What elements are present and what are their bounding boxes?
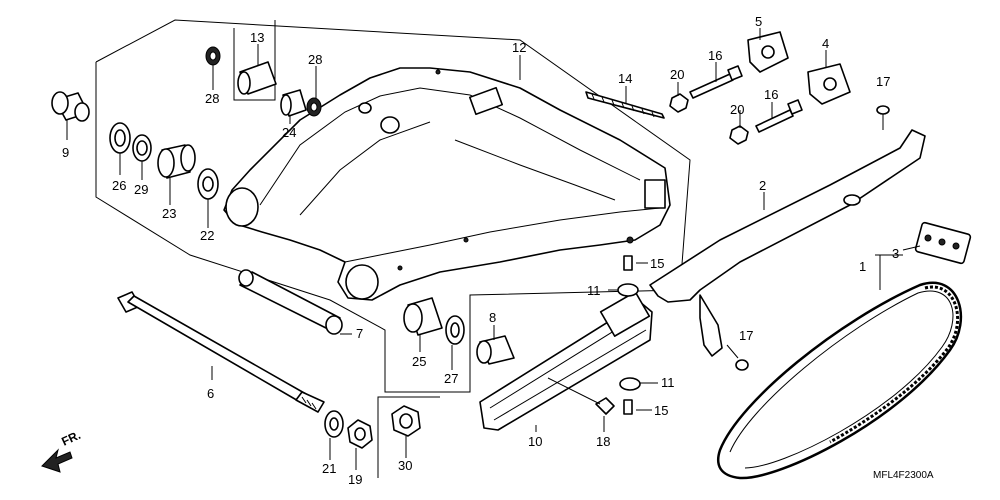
callout-27: 27: [444, 371, 458, 386]
callout-15-lower: 15: [654, 403, 668, 418]
callout-4: 4: [822, 36, 829, 51]
bolt-15-lower: [623, 399, 633, 415]
seal-27: [445, 315, 465, 345]
block-5: [747, 31, 789, 73]
callout-30: 30: [398, 458, 412, 473]
chain-tool-14: [585, 91, 665, 119]
callout-20-lower: 20: [730, 102, 744, 117]
seal-28-upper: [205, 46, 221, 66]
nut-20-lower: [729, 125, 749, 145]
swingarm-group-outline: [95, 19, 691, 393]
callout-17-lower: 17: [739, 328, 753, 343]
nut-19: [347, 419, 373, 449]
bushing-9: [51, 91, 90, 122]
callout-28-lower: 28: [308, 52, 322, 67]
nut-group-outline: [377, 396, 440, 478]
callout-20-upper: 20: [670, 67, 684, 82]
callout-19: 19: [348, 472, 362, 487]
callout-23: 23: [162, 206, 176, 221]
swingarm: [223, 67, 671, 301]
callout-8: 8: [489, 310, 496, 325]
callout-14: 14: [618, 71, 632, 86]
bolt-15-upper: [623, 255, 633, 271]
callout-6: 6: [207, 386, 214, 401]
chain-guard-2: [649, 129, 926, 357]
plate-11-lower: [619, 377, 641, 391]
collar-8: [476, 335, 515, 365]
callout-5: 5: [755, 14, 762, 29]
callout-16-upper: 16: [708, 48, 722, 63]
bushing-group-outline: [233, 20, 276, 101]
callout-18: 18: [596, 434, 610, 449]
bearing-25: [403, 297, 443, 336]
front-label: FR.: [59, 428, 82, 449]
ring-29: [132, 134, 152, 162]
chain-slider-10: [479, 291, 653, 431]
washer-21: [324, 410, 344, 438]
bearing-24: [280, 89, 307, 117]
diagram-code: MFL4F2300A: [873, 470, 934, 481]
callout-24: 24: [282, 125, 296, 140]
leader-lines: [66, 28, 921, 470]
nut-20-upper: [669, 93, 689, 113]
callout-15-upper: 15: [650, 256, 664, 271]
master-link-3: [914, 221, 972, 265]
callout-21: 21: [322, 461, 336, 476]
bolt-17-lower: [735, 359, 749, 371]
collar-7: [238, 269, 343, 335]
callout-29: 29: [134, 182, 148, 197]
bolt-16-upper: [689, 65, 743, 99]
callout-labels: 1 2 3 4 5 6 7 8 9 10 11 11 12 13 14 15 1…: [62, 14, 899, 487]
callout-9: 9: [62, 145, 69, 160]
callout-17-upper: 17: [876, 74, 890, 89]
collar-13: [237, 61, 277, 95]
callout-26: 26: [112, 178, 126, 193]
callout-12: 12: [512, 40, 526, 55]
callout-2: 2: [759, 178, 766, 193]
callout-10: 10: [528, 434, 542, 449]
callout-13: 13: [250, 30, 264, 45]
bolt-18: [547, 377, 615, 415]
nut-30: [391, 405, 421, 437]
front-direction-marker: FR.: [41, 428, 83, 473]
plate-11-upper: [617, 283, 639, 297]
needle-bearing-23: [157, 144, 196, 179]
drive-chain-1: [716, 281, 963, 480]
block-4: [807, 63, 851, 105]
callout-1: 1: [859, 259, 866, 274]
callout-7: 7: [356, 326, 363, 341]
seal-26: [109, 122, 131, 154]
callout-28-upper: 28: [205, 91, 219, 106]
bearing-22: [197, 168, 219, 200]
callout-3: 3: [892, 246, 899, 261]
seal-28-lower: [306, 97, 322, 117]
callout-11-lower: 11: [661, 375, 675, 390]
callout-22: 22: [200, 228, 214, 243]
bolt-17-upper: [876, 105, 890, 130]
pivot-bolt-6: [117, 291, 325, 413]
callout-16-lower: 16: [764, 87, 778, 102]
bolt-16-lower: [755, 99, 803, 133]
callout-11-upper: 11: [587, 283, 601, 298]
callout-25: 25: [412, 354, 426, 369]
